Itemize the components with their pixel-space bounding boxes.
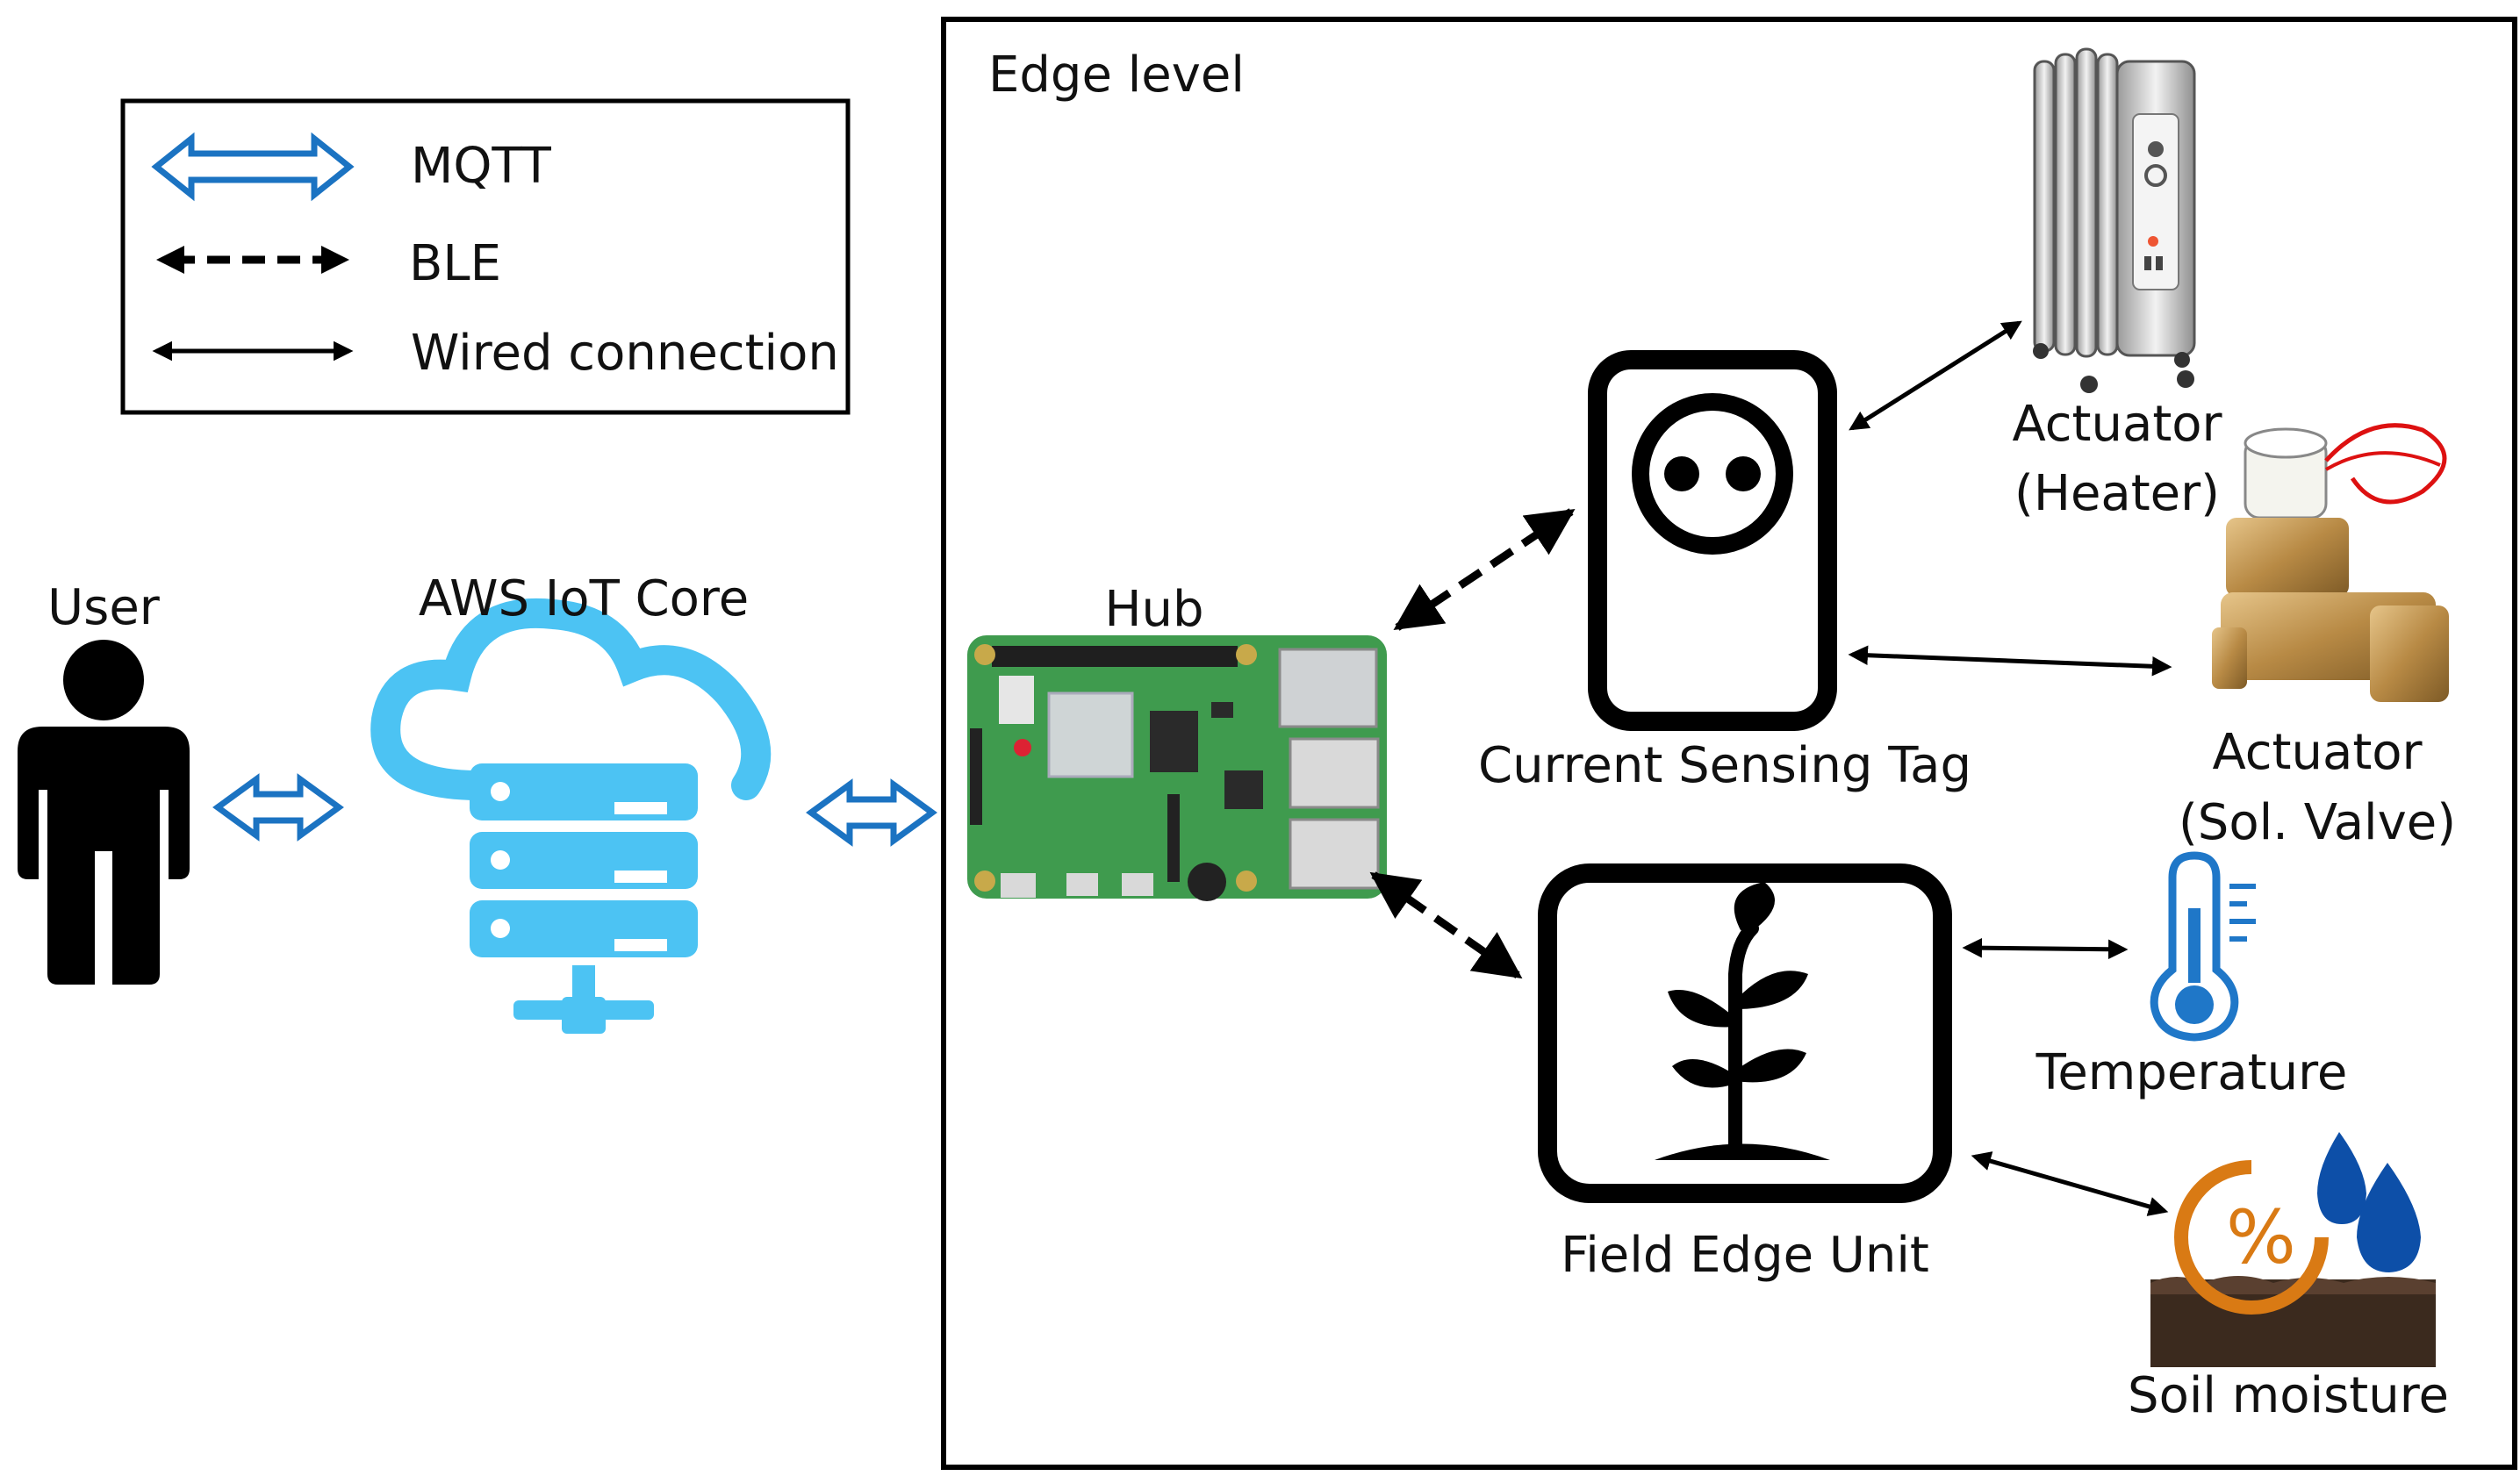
field-edge-label: Field Edge Unit	[1561, 1227, 1929, 1284]
user-label: User	[47, 579, 160, 636]
wired-arrow-field-soil	[1971, 1151, 2169, 1216]
wired-arrow-tag-valve	[1848, 645, 2172, 677]
ble-arrow-hub-tag	[1393, 508, 1576, 631]
mqtt-arrow-icon	[151, 132, 355, 202]
legend-mqtt-label: MQTT	[411, 138, 551, 195]
wired-arrow-tag-heater	[1849, 320, 2022, 431]
cloud-server-icon	[370, 598, 772, 1034]
temperature-label: Temperature	[2035, 1044, 2348, 1101]
wired-arrow-field-temperature	[1962, 937, 2129, 960]
ble-arrow-icon	[156, 246, 349, 274]
smart-plug-icon	[1588, 350, 1837, 731]
heater-label-line1: Actuator	[2012, 396, 2222, 453]
soil-moisture-label: Soil moisture	[2128, 1367, 2449, 1424]
user-icon	[18, 640, 190, 985]
plant-icon	[1538, 863, 1952, 1203]
soil-percent-symbol: %	[2226, 1194, 2296, 1280]
edge-level-frame	[941, 17, 2517, 1470]
legend-wired-label: Wired connection	[411, 325, 839, 382]
legend-ble-label: BLE	[409, 235, 501, 292]
heater-icon	[2033, 47, 2196, 393]
legend	[120, 98, 851, 415]
aws-label: AWS IoT Core	[418, 570, 750, 627]
heater-label-line2: (Heater)	[2014, 465, 2221, 522]
ble-arrow-hub-field	[1369, 871, 1523, 979]
legend-frame	[120, 98, 851, 415]
hub-label: Hub	[1104, 581, 1204, 638]
solenoid-valve-icon	[2212, 423, 2449, 702]
valve-label-line1: Actuator	[2212, 724, 2423, 781]
edge-level-title: Edge level	[988, 47, 1245, 104]
soil-moisture-icon	[2150, 1132, 2436, 1367]
tag-label: Current Sensing Tag	[1478, 737, 1971, 794]
mqtt-arrow-user-aws	[212, 773, 344, 842]
raspberry-pi-icon	[967, 635, 1387, 901]
thermometer-icon	[2150, 851, 2256, 1042]
valve-label-line2: (Sol. Valve)	[2178, 794, 2457, 851]
mqtt-arrow-aws-hub	[806, 778, 937, 847]
